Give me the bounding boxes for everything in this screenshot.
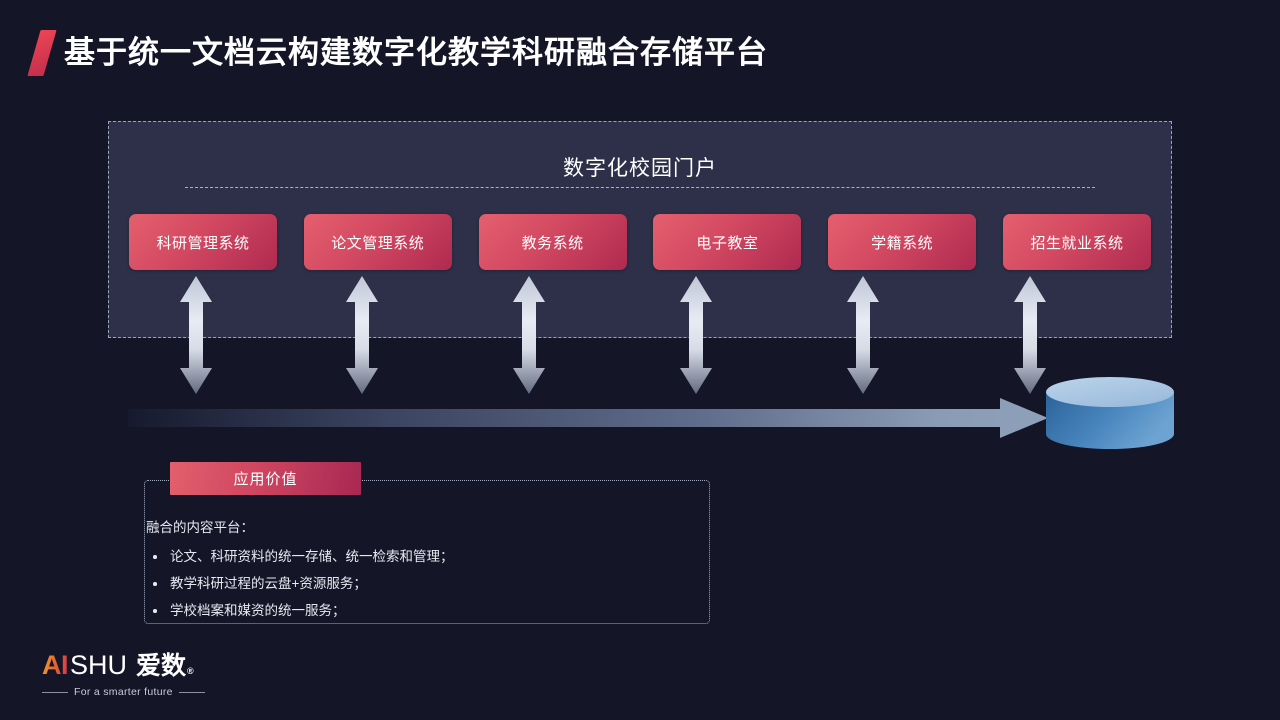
portal-divider — [185, 187, 1095, 188]
double-arrow-icon-3 — [512, 276, 546, 394]
double-arrow-icon-1 — [179, 276, 213, 394]
list-item: 教学科研过程的云盘+资源服务； — [146, 570, 706, 597]
value-intro-text: 融合的内容平台： — [146, 520, 254, 535]
double-arrow-icon-4 — [679, 276, 713, 394]
value-panel — [144, 480, 710, 624]
system-box-electronic-classroom[interactable]: 电子教室 — [653, 214, 802, 270]
portal-panel: 数字化校园门户 科研管理系统 论文管理系统 教务系统 电子教室 学籍系统 招生就… — [108, 121, 1172, 338]
double-arrow-icon-2 — [345, 276, 379, 394]
list-item: 论文、科研资料的统一存储、统一检索和管理； — [146, 543, 706, 570]
brand-logo-shu: SHU — [70, 650, 128, 680]
brand-tagline-text: For a smarter future — [74, 686, 173, 698]
page-title-text: 基于统一文档云构建数字化教学科研融合存储平台 — [64, 35, 768, 70]
value-bullet-list: 论文、科研资料的统一存储、统一检索和管理； 教学科研过程的云盘+资源服务； 学校… — [146, 543, 706, 624]
list-item: 学校档案和媒资的统一服务； — [146, 597, 706, 624]
tagline-rule-right-icon — [178, 691, 205, 693]
system-box-admission-employment[interactable]: 招生就业系统 — [1002, 214, 1151, 270]
brand-logo-wordmark: AI SHU 爱数 ® — [42, 652, 222, 679]
system-box-student-status[interactable]: 学籍系统 — [828, 214, 977, 270]
registered-mark-icon: ® — [187, 666, 194, 676]
double-arrow-icon-6 — [1013, 276, 1047, 394]
brand-logo-cn: 爱数 — [136, 652, 187, 680]
list-item-label: 论文、科研资料的统一存储、统一检索和管理； — [170, 549, 454, 564]
bullet-dot-icon — [153, 555, 157, 559]
system-box-row: 科研管理系统 论文管理系统 教务系统 电子教室 学籍系统 招生就业系统 — [129, 214, 1151, 270]
tagline-rule-left-icon — [42, 691, 68, 693]
flow-arrow-icon — [128, 398, 1048, 438]
list-item-label: 教学科研过程的云盘+资源服务； — [170, 576, 367, 591]
value-badge: 应用价值 — [170, 462, 361, 495]
value-body: 融合的内容平台： 论文、科研资料的统一存储、统一检索和管理； 教学科研过程的云盘… — [146, 514, 706, 624]
double-arrow-icon-5 — [846, 276, 880, 394]
list-item-label: 学校档案和媒资的统一服务； — [170, 603, 346, 618]
title-accent-slash-icon — [27, 30, 57, 76]
bullet-dot-icon — [153, 582, 157, 586]
brand-logo-ai: AI — [42, 650, 69, 680]
brand-tagline: For a smarter future — [42, 686, 222, 698]
database-cylinder-icon — [1044, 377, 1176, 449]
system-box-thesis-management[interactable]: 论文管理系统 — [303, 214, 452, 270]
system-box-academic-affairs[interactable]: 教务系统 — [478, 214, 627, 270]
system-box-research-management[interactable]: 科研管理系统 — [129, 214, 277, 270]
page-title: 基于统一文档云构建数字化教学科研融合存储平台 — [27, 28, 768, 78]
bullet-dot-icon — [153, 609, 157, 613]
brand-logo: AI SHU 爱数 ® For a smarter future — [42, 652, 222, 698]
portal-heading: 数字化校园门户 — [563, 157, 717, 180]
